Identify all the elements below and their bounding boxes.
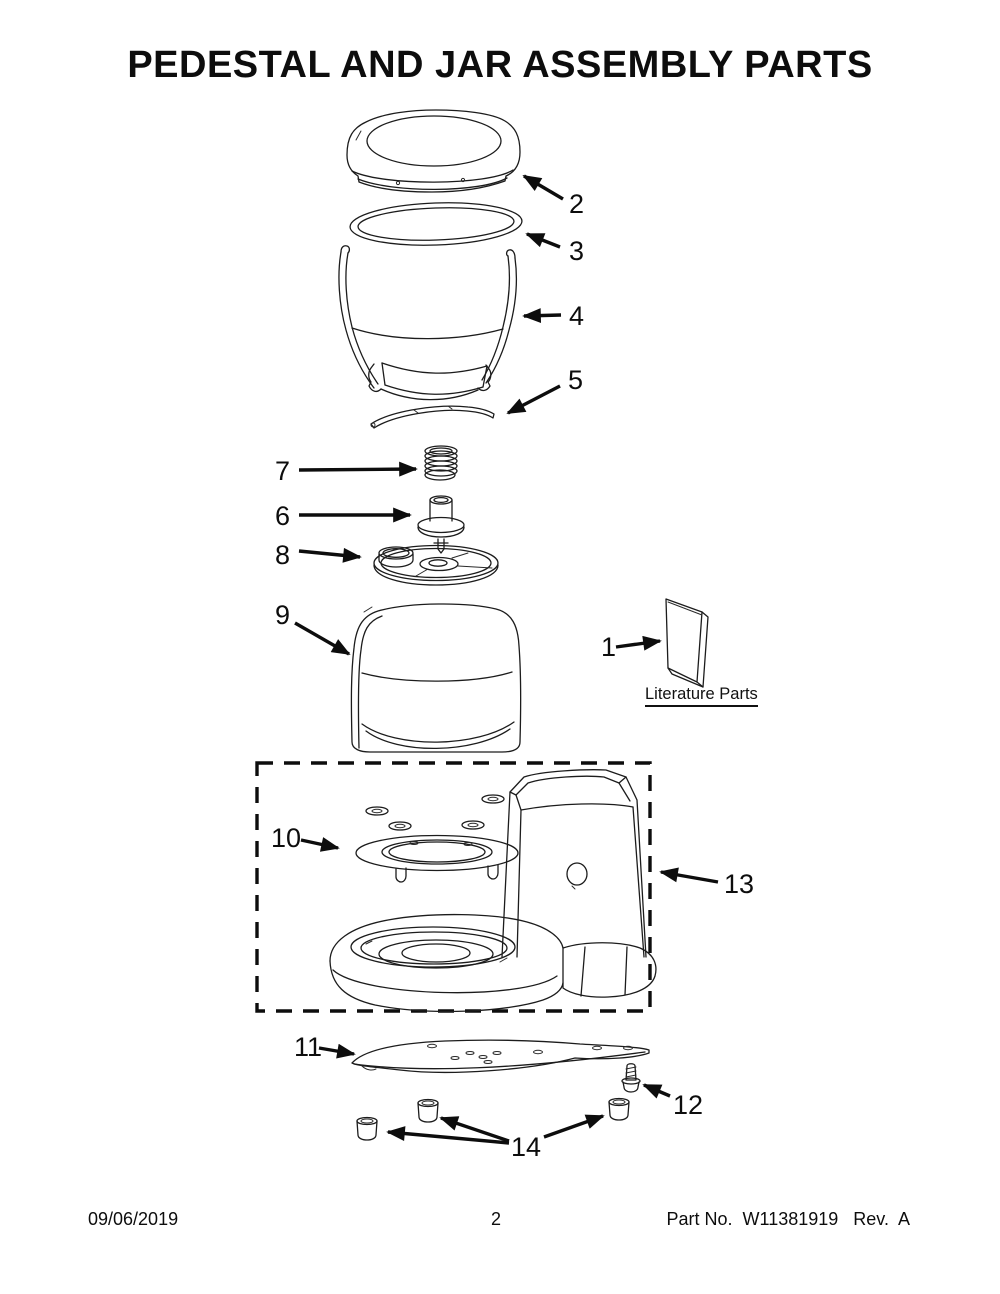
arrow-to-part-11 (318, 1043, 356, 1059)
arrow-to-part-2 (522, 174, 564, 201)
part-3-seal-ring-drawing (349, 202, 523, 246)
arrow-to-part-4 (522, 308, 562, 324)
footer-date: 09/06/2019 (88, 1209, 179, 1229)
pedestal-base-drawing (329, 913, 657, 1013)
callout-arrows (294, 174, 719, 1145)
part-6-coupler-drawing (417, 495, 465, 554)
part-12-screw-drawing (621, 1063, 641, 1093)
callout-4: 4 (569, 301, 584, 331)
footer-part-number: Part No. W11381919 Rev. A (666, 1209, 910, 1229)
arrow-to-part-12 (642, 1083, 671, 1099)
callout-2: 2 (569, 189, 584, 219)
arrow-to-part-9 (294, 621, 351, 656)
part-9-jacket-drawing (350, 603, 522, 753)
part-13-pedestal-assembly (255, 761, 657, 1013)
callout-5: 5 (568, 365, 583, 395)
part-8-jar-base-drawing (373, 544, 499, 586)
part-10-collar-drawing (355, 834, 519, 883)
arrow-to-part-3 (525, 232, 561, 249)
arrow-to-part-14-middle-foot (439, 1116, 510, 1143)
callout-8: 8 (275, 540, 290, 570)
arrow-to-part-8 (298, 547, 362, 563)
pedestal-tower-drawing (501, 769, 647, 958)
part-7-spring-drawing (424, 445, 458, 481)
literature-parts-label: Literature Parts (645, 685, 758, 707)
callout-11: 11 (294, 1032, 322, 1062)
part-11-bottom-cover-drawing (351, 1039, 650, 1073)
part-1-literature-booklet-drawing (665, 598, 709, 688)
arrow-to-part-13 (659, 867, 719, 884)
footer-page-number: 2 (491, 1209, 502, 1229)
washers-drawing (365, 794, 505, 831)
part-2-lid-drawing (346, 109, 521, 193)
part-4-jar-drawing (338, 245, 517, 401)
arrow-to-part-5 (506, 384, 561, 415)
arrow-to-part-14-left-foot (386, 1126, 510, 1145)
arrow-to-part-7 (298, 461, 418, 477)
callout-13: 13 (724, 869, 754, 899)
callout-labels: 2 3 4 5 7 6 8 9 1 10 13 11 12 14 (271, 189, 754, 1162)
arrow-to-part-1 (615, 635, 662, 651)
callout-10: 10 (271, 823, 301, 853)
arrow-to-part-14-right-foot (543, 1114, 605, 1139)
part-14-feet-drawing (356, 1097, 630, 1141)
callout-6: 6 (275, 501, 290, 531)
callout-12: 12 (673, 1090, 703, 1120)
callout-14: 14 (511, 1132, 541, 1162)
callout-7: 7 (275, 456, 290, 486)
part-5-ring-strip-drawing (370, 405, 495, 429)
page-title: PEDESTAL AND JAR ASSEMBLY PARTS (127, 44, 873, 86)
callout-3: 3 (569, 236, 584, 266)
callout-9: 9 (275, 600, 290, 630)
callout-1: 1 (601, 632, 616, 662)
arrow-to-part-10 (300, 837, 340, 852)
